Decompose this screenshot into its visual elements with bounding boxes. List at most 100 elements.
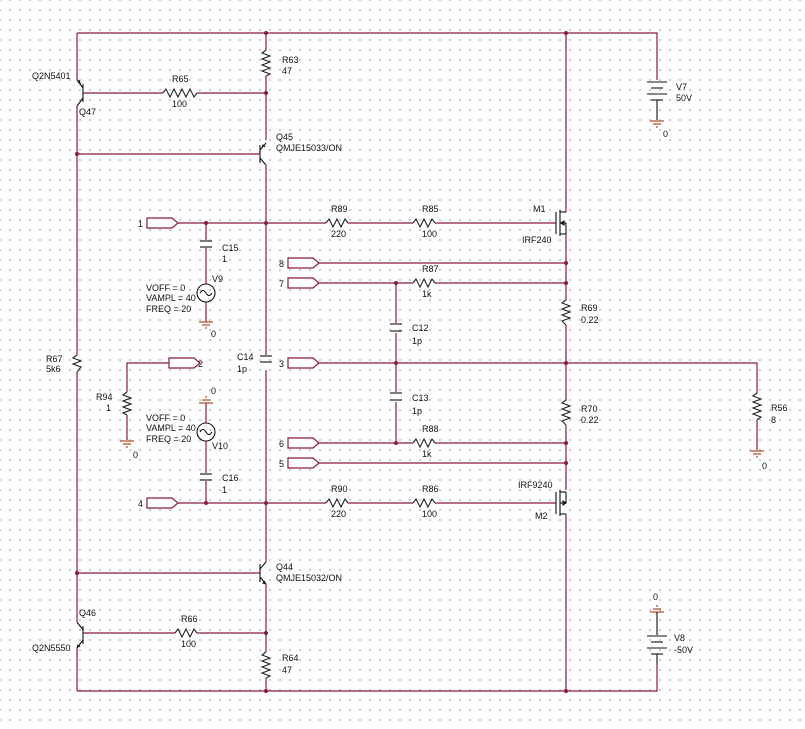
m1-ref-label: M1 bbox=[533, 204, 546, 214]
c16-value-label: 1 bbox=[222, 485, 227, 495]
r65-ref-label: R65 bbox=[172, 74, 189, 84]
v9-source[interactable] bbox=[196, 283, 216, 303]
v8-ground-icon bbox=[650, 605, 664, 613]
r56-ground-label: 0 bbox=[762, 461, 767, 471]
r90-value-label: 220 bbox=[331, 509, 346, 519]
r90-ref-label: R90 bbox=[331, 484, 348, 494]
r85-resistor[interactable] bbox=[412, 217, 436, 229]
port2-wire bbox=[126, 362, 169, 440]
r89-value-label: 220 bbox=[331, 229, 346, 239]
r88-resistor[interactable] bbox=[412, 437, 436, 449]
r88-value-label: 1k bbox=[422, 449, 432, 459]
r64-resistor[interactable] bbox=[260, 651, 272, 679]
v10-ground-icon bbox=[199, 396, 213, 404]
q46-transistor[interactable] bbox=[76, 621, 84, 649]
r86-value-label: 100 bbox=[422, 509, 437, 519]
v10-vampl-label: VAMPL = 40 bbox=[146, 423, 196, 433]
port-8[interactable] bbox=[287, 257, 320, 269]
c14-value-label: 1p bbox=[237, 364, 247, 374]
v10-source[interactable] bbox=[196, 422, 216, 442]
r67-resistor[interactable] bbox=[71, 354, 83, 373]
c14-capacitor[interactable] bbox=[260, 355, 272, 363]
port-1-label: 1 bbox=[138, 219, 143, 229]
q44-transistor[interactable] bbox=[259, 561, 267, 585]
v10-ground-label: 0 bbox=[211, 386, 216, 396]
port-1[interactable] bbox=[146, 217, 179, 229]
q47-transistor[interactable] bbox=[76, 79, 84, 107]
q45-transistor[interactable] bbox=[259, 142, 267, 166]
q47-ref-label: Q47 bbox=[79, 107, 96, 117]
r65-value-label: 100 bbox=[172, 99, 187, 109]
r94-value-label: 1 bbox=[106, 403, 111, 413]
q47-model-label: Q2N5401 bbox=[32, 71, 71, 81]
c15-value-label: 1 bbox=[222, 254, 227, 264]
r65-resistor[interactable] bbox=[162, 87, 198, 99]
port-3[interactable] bbox=[287, 357, 320, 369]
m2-model-label: IRF9240 bbox=[518, 480, 553, 490]
c15-ref-label: C15 bbox=[222, 243, 239, 253]
r64-value-label: 47 bbox=[282, 665, 292, 675]
r56-value-label: 8 bbox=[771, 415, 776, 425]
c15-capacitor[interactable] bbox=[200, 240, 212, 248]
r56-resistor[interactable] bbox=[751, 392, 763, 421]
r90-resistor[interactable] bbox=[325, 497, 349, 509]
m2-mosfet[interactable] bbox=[555, 490, 567, 516]
q46-ref-label: Q46 bbox=[79, 608, 96, 618]
c16-capacitor[interactable] bbox=[200, 473, 212, 481]
r56-ref-label: R56 bbox=[771, 403, 788, 413]
v9-ground-icon bbox=[199, 321, 213, 329]
v7-battery[interactable] bbox=[647, 81, 667, 120]
v9-ground-label: 0 bbox=[211, 329, 216, 339]
r66-value-label: 100 bbox=[181, 639, 196, 649]
v9-voff-label: VOFF = 0 bbox=[146, 283, 185, 293]
r70-resistor[interactable] bbox=[560, 399, 572, 426]
c12-capacitor[interactable] bbox=[390, 323, 402, 332]
v7-value-label: 50V bbox=[676, 93, 692, 103]
port-7[interactable] bbox=[287, 277, 320, 289]
r69-value-label: 0.22 bbox=[581, 315, 599, 325]
r70-value-label: 0.22 bbox=[581, 415, 599, 425]
c14-ref-label: C14 bbox=[237, 352, 254, 362]
port-2-label: 2 bbox=[198, 359, 203, 369]
port-4[interactable] bbox=[146, 497, 179, 509]
top-rail-wire bbox=[77, 32, 658, 80]
port-3-label: 3 bbox=[279, 359, 284, 369]
v8-ground-label: 0 bbox=[653, 592, 658, 602]
v9-ref-label: V9 bbox=[212, 274, 223, 284]
r85-value-label: 100 bbox=[422, 229, 437, 239]
r87-ref-label: R87 bbox=[422, 264, 439, 274]
r69-ref-label: R69 bbox=[581, 303, 598, 313]
q45-model-label: QMJE15033/ON bbox=[276, 143, 342, 153]
r89-ref-label: R89 bbox=[331, 204, 348, 214]
r56-ground-icon bbox=[750, 450, 764, 458]
port-6[interactable] bbox=[287, 437, 320, 449]
r63-resistor[interactable] bbox=[260, 49, 272, 77]
v8-battery[interactable] bbox=[647, 612, 667, 665]
v9-vampl-label: VAMPL = 40 bbox=[146, 293, 196, 303]
port-7-label: 7 bbox=[279, 279, 284, 289]
v8-value-label: -50V bbox=[674, 645, 693, 655]
r69-resistor[interactable] bbox=[560, 299, 572, 326]
r63-value-label: 47 bbox=[282, 66, 292, 76]
q45-ref-label: Q45 bbox=[276, 132, 293, 142]
r94-resistor[interactable] bbox=[121, 391, 133, 416]
c13-capacitor[interactable] bbox=[390, 392, 402, 401]
port-5-label: 5 bbox=[279, 459, 284, 469]
m1-mosfet[interactable] bbox=[555, 210, 567, 236]
port-2[interactable] bbox=[168, 357, 201, 369]
v10-freq-label: FREQ = 20 bbox=[146, 434, 191, 444]
bottom-rail-wire bbox=[77, 665, 658, 692]
r66-resistor[interactable] bbox=[174, 627, 198, 639]
m2-ref-label: M2 bbox=[535, 511, 548, 521]
r86-resistor[interactable] bbox=[412, 497, 436, 509]
c12-value-label: 1p bbox=[412, 336, 422, 346]
c13-ref-label: C13 bbox=[412, 393, 429, 403]
port-5[interactable] bbox=[287, 457, 320, 469]
r89-resistor[interactable] bbox=[325, 217, 349, 229]
port-6-label: 6 bbox=[279, 439, 284, 449]
r86-ref-label: R86 bbox=[422, 484, 439, 494]
r87-resistor[interactable] bbox=[412, 277, 436, 289]
